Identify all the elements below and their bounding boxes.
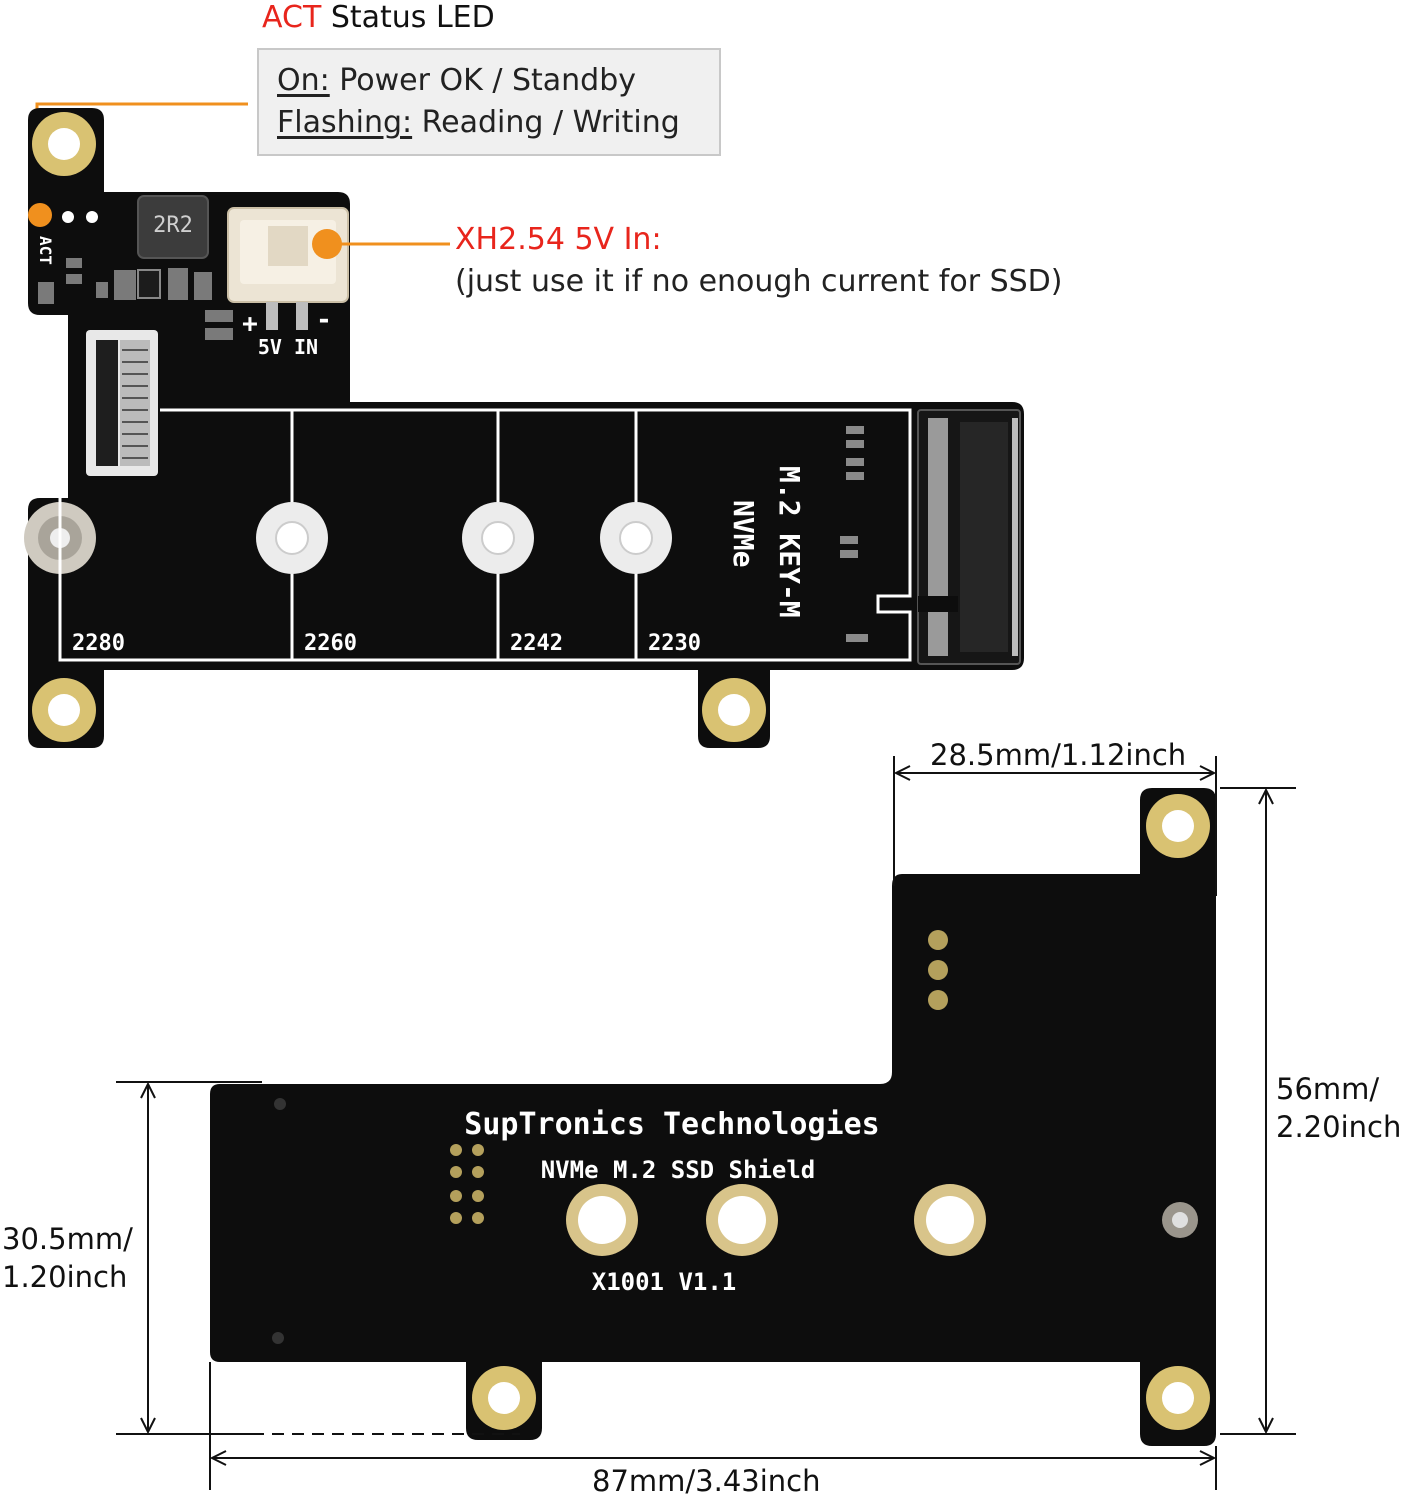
bottom-mounting-hole-1 — [1146, 794, 1210, 858]
inductor-2r2: 2R2 — [137, 195, 209, 259]
minus-sign: - — [316, 305, 332, 335]
led-legend-box: On: Power OK / Standby Flashing: Reading… — [257, 48, 721, 156]
act-led-icon — [28, 203, 52, 227]
act-title: Status LED — [330, 0, 495, 35]
m2-key-m-title: M.2 KEY-M — [773, 466, 806, 618]
legend-flashing-value: Reading / Writing — [412, 105, 680, 140]
xh-connector-title: XH2.54 5V In: — [455, 222, 662, 257]
test-pads — [450, 930, 948, 1224]
dim-height-label: 56mm/ 2.20inch — [1276, 1070, 1401, 1146]
m2-slot-icon — [917, 409, 1021, 665]
hole-2260 — [256, 502, 328, 574]
legend-on-value: Power OK / Standby — [329, 63, 637, 98]
bottom-board: SupTronics Technologies NVMe M.2 SSD Shi… — [210, 788, 1216, 1446]
size-label-2260: 2260 — [304, 631, 357, 656]
xh-connector-note: (just use it if no enough current for SS… — [455, 264, 1063, 299]
plus-sign: + — [242, 309, 258, 339]
legend-on-key: On: — [277, 63, 330, 98]
ffc-connector-icon — [86, 330, 158, 476]
size-label-2280: 2280 — [72, 631, 125, 656]
bottom-mounting-hole-2 — [1146, 1366, 1210, 1430]
top-board: ACT 2R2 + - 5V IN — [24, 108, 1024, 748]
top-mounting-hole-1 — [32, 112, 96, 176]
top-mounting-hole-3 — [702, 678, 766, 742]
dim-top-width-label: 28.5mm/1.12inch — [930, 738, 1187, 772]
hole-2230 — [600, 502, 672, 574]
size-label-2242: 2242 — [510, 631, 563, 656]
nut-icon — [1162, 1202, 1198, 1238]
act-silkscreen: ACT — [36, 236, 55, 265]
back-hole-3 — [914, 1184, 986, 1256]
dim-left-line2: 1.20inch — [2, 1260, 128, 1294]
legend-flashing-key: Flashing: — [277, 105, 413, 140]
bottom-mounting-hole-3 — [472, 1366, 536, 1430]
legend-line-flashing: Flashing: Reading / Writing — [277, 102, 701, 144]
top-mounting-hole-2 — [32, 678, 96, 742]
nvme-title: NVMe — [727, 500, 760, 567]
dimension-lines — [116, 756, 1296, 1490]
dim-left-line1: 30.5mm/ — [2, 1222, 133, 1256]
dim-height-line2: 2.20inch — [1276, 1110, 1402, 1144]
act-label: ACT — [262, 0, 322, 35]
back-hole-1 — [566, 1184, 638, 1256]
bottom-pcb-outline — [210, 788, 1216, 1446]
model-silkscreen: X1001 V1.1 — [592, 1268, 737, 1296]
xh-connector-icon — [227, 207, 349, 330]
size-label-2230: 2230 — [648, 631, 701, 656]
inductor-label: 2R2 — [153, 213, 193, 238]
product-silkscreen: NVMe M.2 SSD Shield — [541, 1156, 816, 1184]
dim-left-label: 30.5mm/ 1.20inch — [2, 1220, 133, 1296]
act-callout-title: ACT Status LED — [262, 0, 495, 35]
legend-line-on: On: Power OK / Standby — [277, 60, 701, 102]
power-in-label: 5V IN — [258, 335, 318, 359]
dim-total-width-label: 87mm/3.43inch — [592, 1464, 821, 1498]
smd-components — [38, 258, 233, 340]
brand-silkscreen: SupTronics Technologies — [464, 1107, 879, 1142]
dim-height-line1: 56mm/ — [1276, 1072, 1380, 1106]
hole-2242 — [462, 502, 534, 574]
back-hole-2 — [706, 1184, 778, 1256]
slot-components — [840, 426, 868, 642]
